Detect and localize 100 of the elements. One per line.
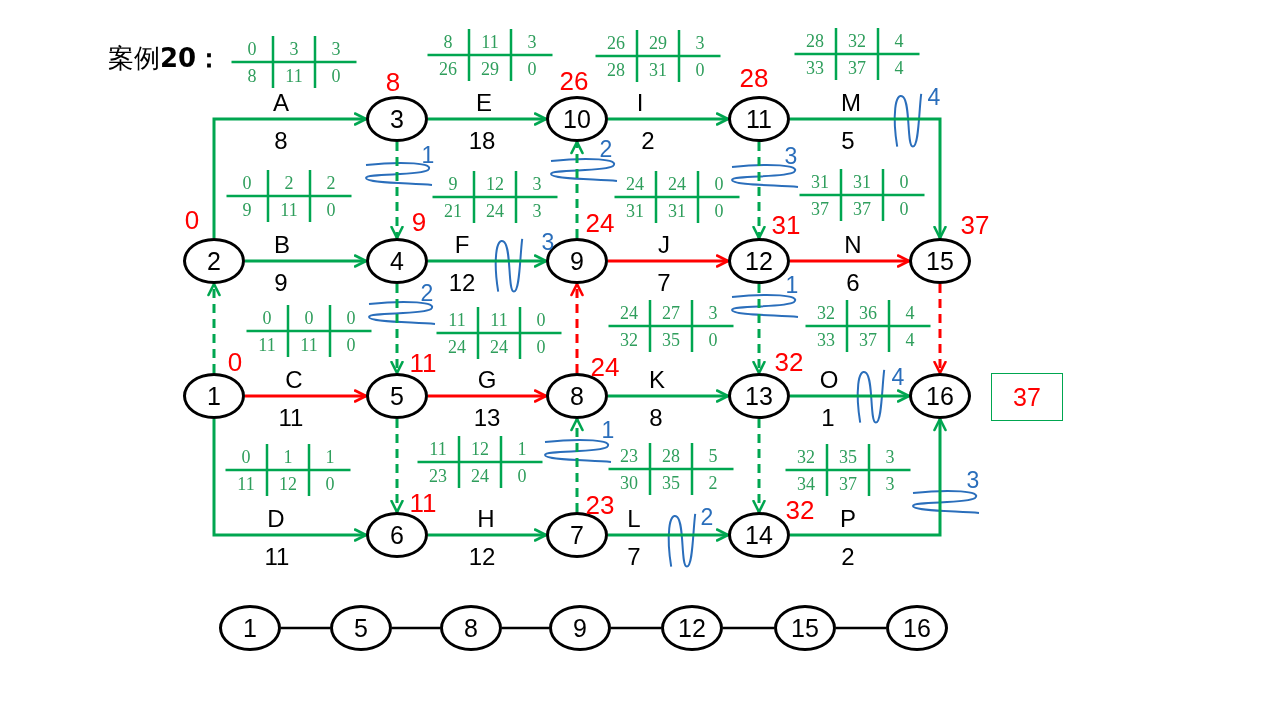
activity-label: F (454, 233, 470, 257)
time-parameter: 3 (532, 175, 542, 193)
event-time: 0 (227, 349, 243, 375)
event-circle: 6 (366, 512, 428, 558)
time-parameter: 2 (284, 174, 294, 192)
duration-label: 7 (627, 545, 641, 569)
time-parameter: 0 (527, 60, 537, 78)
event-time: 0 (184, 207, 200, 233)
time-parameter: 24 (486, 202, 504, 220)
activity-label: E (476, 91, 492, 115)
time-parameter: 11 (300, 336, 318, 354)
connector-line (836, 626, 886, 630)
result-box: 37 (991, 373, 1063, 421)
time-parameter: 0 (326, 201, 336, 219)
duration-label: 9 (274, 271, 288, 295)
time-parameter: 24 (620, 304, 638, 322)
time-parameter: 37 (859, 331, 877, 349)
activity-label: J (658, 233, 670, 257)
time-parameter: 34 (797, 475, 815, 493)
time-parameter: 2 (326, 174, 336, 192)
float-label: 4 (891, 365, 905, 389)
dashed-arrow (390, 284, 404, 375)
event-circle: 5 (330, 605, 392, 651)
time-parameter: 27 (662, 304, 680, 322)
time-parameter: 0 (695, 61, 705, 79)
activity-label: G (477, 368, 497, 392)
arrow (428, 528, 548, 542)
time-parameter: 11 (285, 67, 303, 85)
float-label: 1 (601, 418, 615, 442)
time-parameter: 0 (517, 467, 527, 485)
arrow (245, 389, 368, 403)
arrow (608, 254, 730, 268)
time-parameter: 0 (536, 338, 546, 356)
time-parameter: 3 (289, 40, 299, 58)
arrow (608, 112, 730, 126)
arrow (428, 254, 548, 268)
time-parameter: 3 (532, 202, 542, 220)
connector-line (611, 626, 661, 630)
activity-label: C (285, 368, 303, 392)
activity-label: B (274, 233, 290, 257)
time-parameter: 0 (899, 200, 909, 218)
duration-label: 5 (841, 129, 855, 153)
duration-label: 7 (657, 271, 671, 295)
event-time: 26 (559, 68, 589, 94)
connector-line (723, 626, 774, 630)
arrow (608, 389, 730, 403)
time-parameter: 11 (429, 440, 447, 458)
event-circle: 8 (440, 605, 502, 651)
time-parameter: 3 (708, 304, 718, 322)
time-parameter: 0 (899, 173, 909, 191)
time-parameter: 0 (262, 309, 272, 327)
time-parameter: 11 (280, 201, 298, 219)
time-parameter: 11 (237, 475, 255, 493)
event-circle: 4 (366, 238, 428, 284)
time-parameter: 35 (839, 448, 857, 466)
activity-label: I (636, 91, 644, 115)
time-parameter: 4 (894, 59, 904, 77)
title: 案例20： (108, 45, 223, 71)
duration-label: 1 (821, 406, 835, 430)
arrow (428, 389, 548, 403)
time-parameter: 24 (448, 338, 466, 356)
float-label: 3 (784, 144, 798, 168)
time-parameter: 24 (490, 338, 508, 356)
duration-label: 2 (641, 129, 655, 153)
arrow (790, 389, 911, 403)
time-parameter: 2 (708, 474, 718, 492)
dashed-arrow (207, 282, 221, 373)
time-parameter: 11 (258, 336, 276, 354)
time-parameter: 26 (607, 34, 625, 52)
time-parameter: 32 (797, 448, 815, 466)
time-parameter: 9 (448, 175, 458, 193)
duration-label: 8 (649, 406, 663, 430)
event-time: 37 (960, 212, 990, 238)
arrow (428, 112, 548, 126)
time-parameter: 9 (242, 201, 252, 219)
time-parameter: 4 (905, 331, 915, 349)
arrow (245, 254, 368, 268)
time-parameter: 3 (885, 448, 895, 466)
activity-label: M (841, 91, 861, 115)
time-parameter: 29 (649, 34, 667, 52)
time-parameter: 0 (346, 309, 356, 327)
time-parameter: 4 (905, 304, 915, 322)
dashed-arrow (390, 419, 404, 514)
time-parameter: 32 (620, 331, 638, 349)
event-circle: 16 (886, 605, 948, 651)
event-circle: 5 (366, 373, 428, 419)
time-parameter: 36 (859, 304, 877, 322)
time-parameter: 35 (662, 331, 680, 349)
dashed-arrow (752, 284, 766, 375)
duration-label: 8 (274, 129, 288, 153)
time-parameter: 33 (806, 59, 824, 77)
time-parameter: 1 (283, 448, 293, 466)
event-time: 11 (409, 350, 437, 376)
activity-label: O (819, 368, 839, 392)
event-time: 8 (385, 69, 401, 95)
time-parameter: 23 (429, 467, 447, 485)
event-circle: 9 (549, 605, 611, 651)
event-circle: 15 (774, 605, 836, 651)
float-label: 2 (420, 281, 434, 305)
time-parameter: 3 (695, 34, 705, 52)
